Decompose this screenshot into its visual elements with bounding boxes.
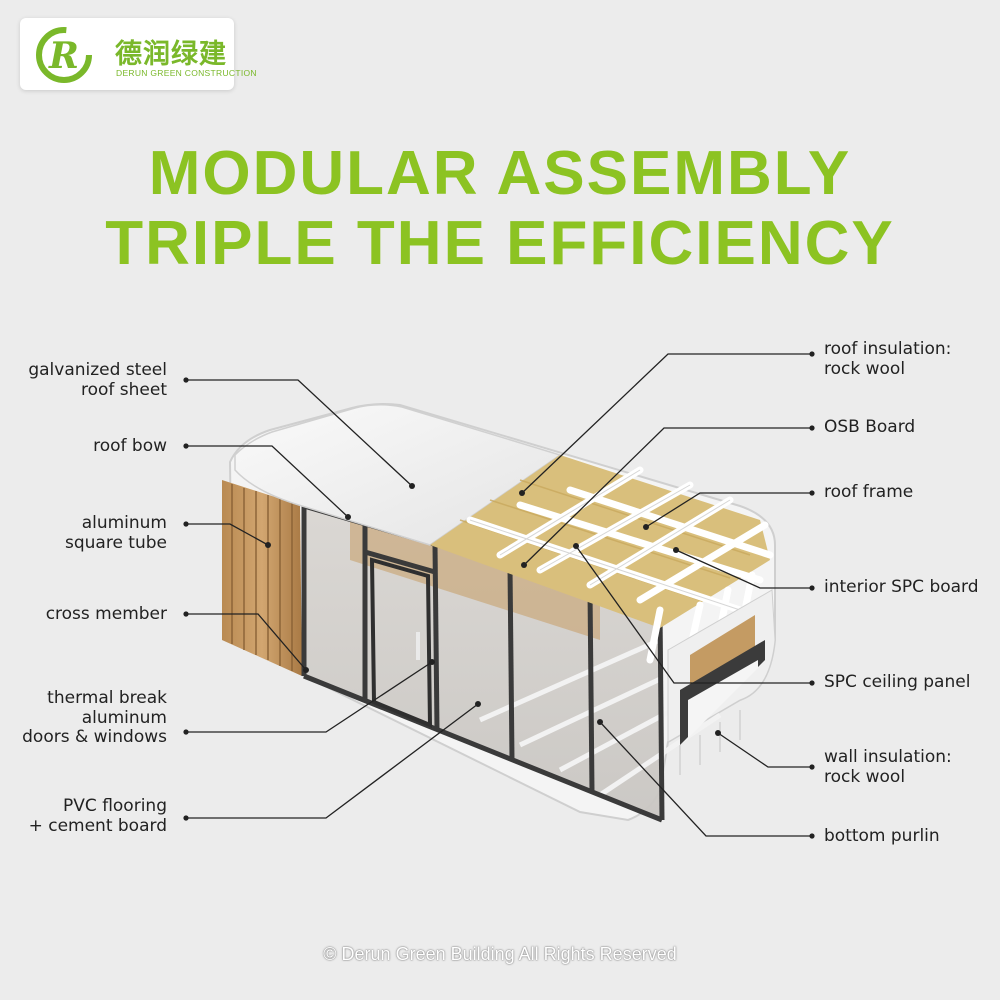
- interior-spc-board: [690, 615, 755, 690]
- wall-insulation-grid: [679, 710, 741, 775]
- headline-line-2: TRIPLE THE EFFICIENCY: [105, 209, 895, 278]
- roof-sheet: [234, 404, 562, 546]
- logo-mark-icon: R: [36, 27, 92, 83]
- label-thermal-break-doors-windows: thermal break aluminum doors & windows: [22, 688, 167, 747]
- glass-facade: [302, 506, 664, 820]
- roof-insulation: [430, 455, 770, 628]
- company-logo: R 德润绿建 DERUN GREEN CONSTRUCTION: [20, 18, 257, 90]
- headline-line-1: MODULAR ASSEMBLY: [148, 139, 852, 208]
- label-interior-spc-board: interior SPC board: [824, 577, 979, 597]
- label-bottom-purlin: bottom purlin: [824, 826, 940, 846]
- label-roof-frame: roof frame: [824, 482, 914, 502]
- svg-text:R: R: [48, 35, 79, 77]
- leader-dots: [183, 351, 815, 839]
- copyright-footer: © Derun Green Building All Rights Reserv…: [323, 944, 677, 964]
- label-pvc-flooring: PVC flooring + cement board: [28, 796, 167, 836]
- door: [369, 557, 433, 729]
- label-roof-insulation: roof insulation: rock wool: [824, 339, 952, 379]
- aluminum-square-tube-slats: [222, 480, 302, 676]
- label-aluminum-square-tube: aluminum square tube: [64, 513, 167, 553]
- logo-english-text: DERUN GREEN CONSTRUCTION: [116, 68, 257, 78]
- label-spc-ceiling-panel: SPC ceiling panel: [824, 672, 971, 692]
- logo-chinese-text: 德润绿建: [115, 39, 227, 70]
- label-cross-member: cross member: [45, 604, 167, 624]
- interior-wall: [350, 520, 600, 640]
- label-roof-bow: roof bow: [93, 436, 167, 456]
- label-osb-board: OSB Board: [824, 417, 916, 437]
- label-wall-insulation: wall insulation: rock wool: [824, 747, 952, 787]
- leader-lines: [186, 353, 812, 837]
- label-galvanized-steel-roof-sheet: galvanized steel roof sheet: [28, 360, 167, 400]
